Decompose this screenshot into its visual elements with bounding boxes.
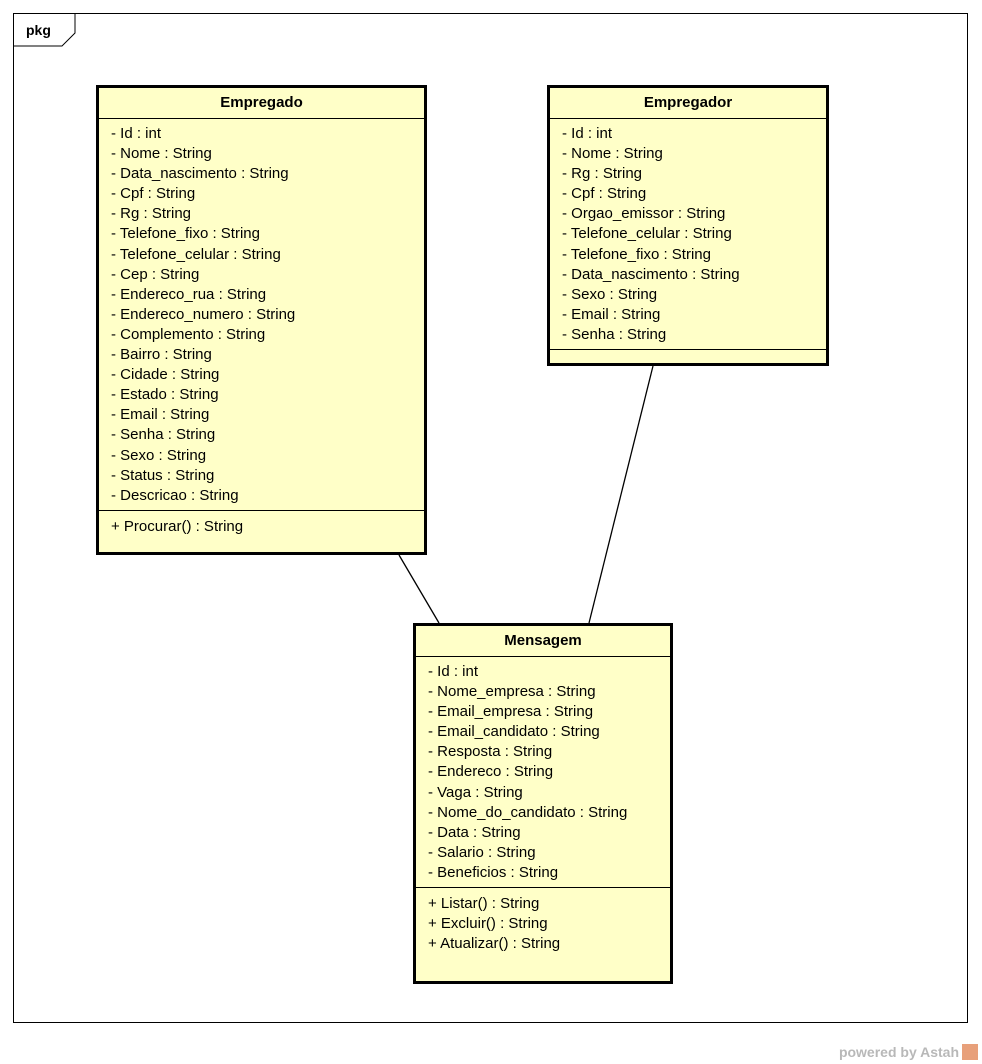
attribute: - Cpf : String xyxy=(111,185,196,203)
attribute: - Cpf : String xyxy=(562,185,647,203)
attribute: - Email : String xyxy=(111,406,210,424)
attribute: - Cidade : String xyxy=(111,366,220,384)
attribute: - Salario : String xyxy=(428,843,536,861)
attribute: - Complemento : String xyxy=(111,325,266,343)
attribute: - Data_nascimento : String xyxy=(562,265,740,283)
class-name: Mensagem xyxy=(416,626,670,657)
attribute: - Sexo : String xyxy=(562,285,658,303)
attribute: - Nome_do_candidato : String xyxy=(428,803,628,821)
attribute: - Resposta : String xyxy=(428,743,553,761)
attribute: - Senha : String xyxy=(111,426,216,444)
attribute: - Status : String xyxy=(111,466,215,484)
attribute: - Descricao : String xyxy=(111,486,239,504)
attribute: - Orgao_emissor : String xyxy=(562,205,726,223)
attribute: - Senha : String xyxy=(562,325,667,343)
operation-list: + Listar() : String + Excluir() : String +… xyxy=(416,888,670,958)
attribute: - Telefone_fixo : String xyxy=(111,225,260,243)
package-tab xyxy=(14,14,76,47)
class-empregado[interactable]: Empregado - Id : int - Nome : String - Dat… xyxy=(96,85,427,555)
operation: + Listar() : String xyxy=(428,895,540,913)
watermark-text: powered by Astah xyxy=(838,1044,959,1060)
attribute: - Telefone_celular : String xyxy=(111,245,281,263)
operation: + Procurar() : String xyxy=(111,517,244,535)
attribute: - Cep : String xyxy=(111,265,200,283)
class-empregador[interactable]: Empregador - Id : int - Nome : String - Rg… xyxy=(547,85,829,366)
operation-list xyxy=(550,350,826,360)
attribute: - Id : int xyxy=(562,125,613,142)
attribute: - Email_empresa : String xyxy=(428,703,594,721)
astah-watermark: powered by Astah xyxy=(839,1044,978,1060)
attribute: - Rg : String xyxy=(111,205,192,223)
attribute: - Email : String xyxy=(562,305,661,323)
class-name: Empregado xyxy=(99,88,424,119)
attribute: - Email_candidato : String xyxy=(428,723,600,741)
attribute: - Id : int xyxy=(111,125,162,142)
package-label: pkg xyxy=(26,22,51,38)
attribute: - Vaga : String xyxy=(428,783,523,801)
attribute: - Sexo : String xyxy=(111,446,207,464)
attribute: - Telefone_fixo : String xyxy=(562,245,711,263)
attribute: - Endereco : String xyxy=(428,763,554,781)
astah-logo-icon xyxy=(962,1044,978,1060)
attribute: - Data_nascimento : String xyxy=(111,165,289,183)
operation-list: + Procurar() : String xyxy=(99,511,424,541)
attribute: - Telefone_celular : String xyxy=(562,225,732,243)
attribute-list: - Id : int - Nome : String - Rg : String - … xyxy=(550,119,826,351)
class-name: Empregador xyxy=(550,88,826,119)
attribute: - Nome : String xyxy=(111,145,212,163)
operation: + Atualizar() : String xyxy=(428,935,561,953)
attribute: - Bairro : String xyxy=(111,346,212,364)
operation: + Excluir() : String xyxy=(428,915,548,933)
attribute: - Endereco_numero : String xyxy=(111,305,296,323)
package-frame xyxy=(13,13,968,1023)
attribute: - Nome_empresa : String xyxy=(428,683,596,701)
attribute: - Estado : String xyxy=(111,386,219,404)
class-mensagem[interactable]: Mensagem - Id : int - Nome_empresa : Stri… xyxy=(413,623,673,984)
attribute: - Beneficios : String xyxy=(428,863,559,881)
attribute: - Nome : String xyxy=(562,145,663,163)
attribute-list: - Id : int - Nome : String - Data_nascimen… xyxy=(99,119,424,511)
attribute: - Id : int xyxy=(428,663,479,680)
attribute: - Rg : String xyxy=(562,165,643,183)
attribute: - Data : String xyxy=(428,823,521,841)
attribute: - Endereco_rua : String xyxy=(111,285,267,303)
attribute-list: - Id : int - Nome_empresa : String - Email… xyxy=(416,657,670,889)
